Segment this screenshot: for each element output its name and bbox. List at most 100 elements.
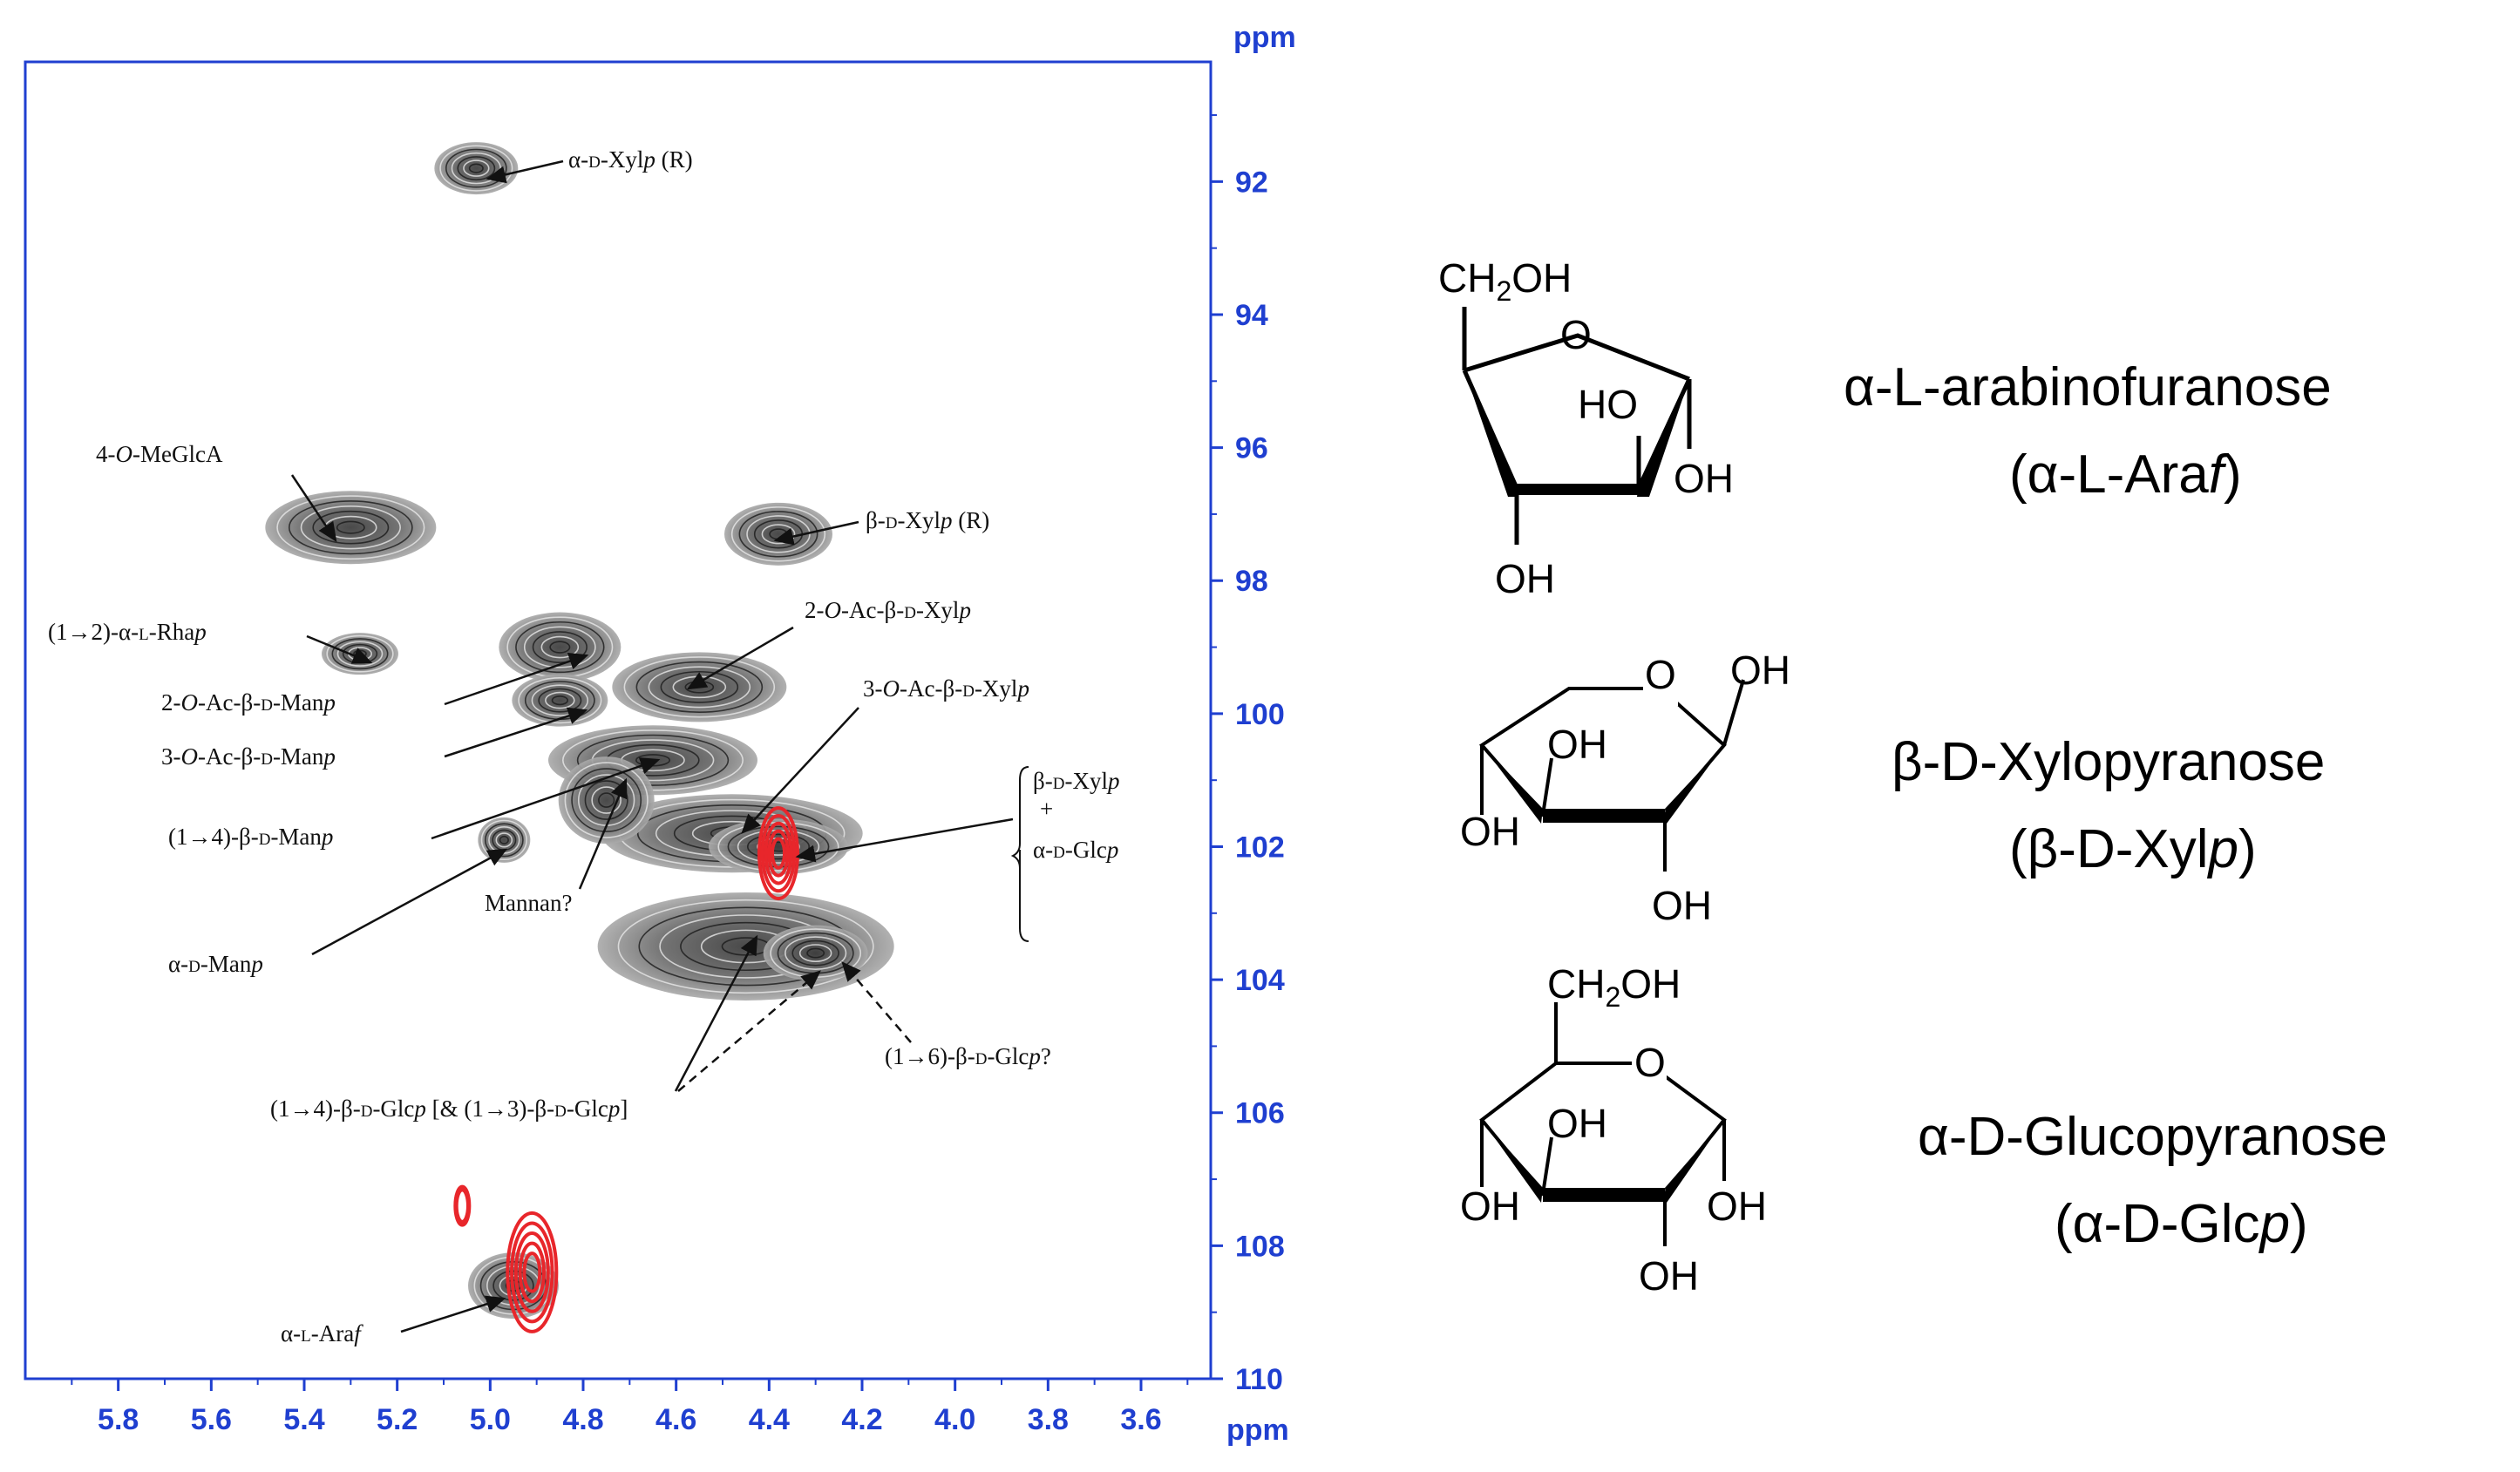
x-tick-label: 4.6 [655, 1403, 696, 1436]
peak-fill [558, 756, 655, 845]
label-alpha-araf: α-L-Araf [281, 1320, 363, 1347]
xylose-abbr: (β-D-Xylp) [2009, 819, 2257, 879]
cross-peak [612, 652, 787, 722]
oh-label: OH [1674, 456, 1734, 501]
label-meglca: 4-O-MeGlcA [96, 441, 223, 467]
arrow-1-4-glc-a [674, 934, 758, 1092]
ring-oxygen: O [1645, 652, 1676, 697]
peak-contour [648, 666, 751, 709]
red-peak [506, 1211, 559, 1333]
y-tick-label: 96 [1235, 432, 1268, 465]
oh-label: OH [1707, 1184, 1767, 1229]
label-alpha-glc: α-D-Glcp [1033, 837, 1118, 863]
oh-label: OH [1547, 722, 1607, 767]
substituent-bond [1541, 1136, 1553, 1195]
peak-contour [791, 940, 839, 967]
glucose-abbr: (α-D-Glcp) [2055, 1194, 2308, 1254]
arrow-beta-xyl-reducing [773, 520, 859, 546]
peak-contour [584, 780, 628, 820]
peak-contour [326, 634, 394, 673]
label-mannan: Mannan? [485, 890, 572, 916]
wedge-bond [1665, 745, 1724, 824]
arrow-alpha-araf [400, 1295, 506, 1333]
ring-oxygen: O [1560, 312, 1592, 357]
cross-peak [558, 756, 655, 845]
red-peak [453, 1184, 472, 1227]
y-tick-label: 104 [1235, 964, 1285, 997]
peak-contour [591, 786, 622, 814]
arrow-2-o-ac-man [444, 653, 589, 706]
y-tick-label: 100 [1235, 698, 1285, 731]
peak-contour [785, 936, 847, 970]
peak-contour [549, 641, 571, 654]
peak-contour [635, 661, 764, 713]
x-tick-label: 4.4 [749, 1403, 790, 1436]
brace-xyl-glc [1010, 766, 1029, 942]
arrow-1-6-glc [841, 961, 912, 1043]
peak-contour [288, 500, 413, 555]
peak-contour [468, 163, 484, 173]
peak-contour [617, 899, 874, 994]
y-tick-label: 106 [1235, 1097, 1285, 1130]
cross-peak [322, 633, 398, 675]
label-1-4-glc: (1→4)-β-D-Glcp [& (1→3)-β-D-Glcp] [270, 1096, 628, 1122]
peak-contour [300, 505, 401, 550]
red-contour [454, 1188, 470, 1224]
y-tick-label: 92 [1235, 166, 1268, 199]
peak-contour [545, 691, 575, 709]
peak-contour [746, 515, 811, 553]
label-1-6-glc: (1→6)-β-D-Glcp? [885, 1043, 1051, 1069]
x-tick-label: 5.0 [470, 1403, 511, 1436]
label-2-o-ac-man: 2-O-Ac-β-D-Manp [161, 689, 336, 716]
y-tick-label: 94 [1235, 299, 1268, 332]
cross-peaks [265, 142, 894, 1319]
cross-peak [478, 817, 531, 863]
cross-peak [499, 612, 622, 682]
peak-contour [439, 145, 513, 192]
arrow-rhamnose [306, 634, 373, 664]
red-contour [506, 1211, 559, 1333]
x-tick-label: 5.4 [283, 1403, 324, 1436]
x-tick-label: 4.2 [841, 1403, 882, 1436]
peak-contour [576, 734, 730, 786]
label-alpha-xyl-reducing: α-D-Xylp (R) [568, 146, 693, 173]
peak-contour [523, 626, 596, 668]
peak-contour [515, 621, 605, 674]
wedge-bond [1517, 484, 1639, 495]
substituent-bond [1541, 757, 1553, 816]
red-contour [760, 813, 797, 893]
peak-contour [798, 944, 832, 962]
ring-oxygen-mask [1643, 671, 1678, 706]
peak-contour [499, 835, 509, 845]
peak-contour [532, 631, 588, 663]
peak-contour [623, 656, 776, 718]
x-tick-label: 5.2 [377, 1403, 418, 1436]
arabinose-name: α-L-arabinofuranose [1844, 357, 2332, 417]
wedge-bond [1482, 1120, 1543, 1203]
peak-contour [495, 832, 513, 848]
y-tick-label: 108 [1235, 1230, 1285, 1263]
peak-contour [738, 511, 818, 558]
cross-peak [265, 491, 437, 565]
wedge-bond [1543, 1188, 1665, 1202]
red-contour [767, 829, 790, 878]
peak-contour [660, 670, 739, 703]
x-tick-label: 5.6 [191, 1403, 232, 1436]
substituent-bond [1722, 679, 1745, 746]
arrow-mannan [578, 777, 628, 890]
cross-peak [724, 502, 832, 566]
x-axis-unit: ppm [1226, 1414, 1289, 1447]
wedge-bond [1637, 379, 1689, 497]
red-contour [522, 1252, 542, 1293]
peak-contour [564, 762, 649, 838]
peak-annotations: α-D-Xylp (R) 4-O-MeGlcA β-D-Xylp (R) (1→… [48, 146, 1119, 1347]
peak-contour [538, 688, 582, 713]
peak-contour [336, 641, 384, 667]
x-tick-label: 5.8 [98, 1403, 139, 1436]
label-beta-xyl: β-D-Xylp [1033, 768, 1119, 794]
wedge-bond [1464, 370, 1518, 497]
arrow-1-4-glc-b [677, 970, 821, 1092]
